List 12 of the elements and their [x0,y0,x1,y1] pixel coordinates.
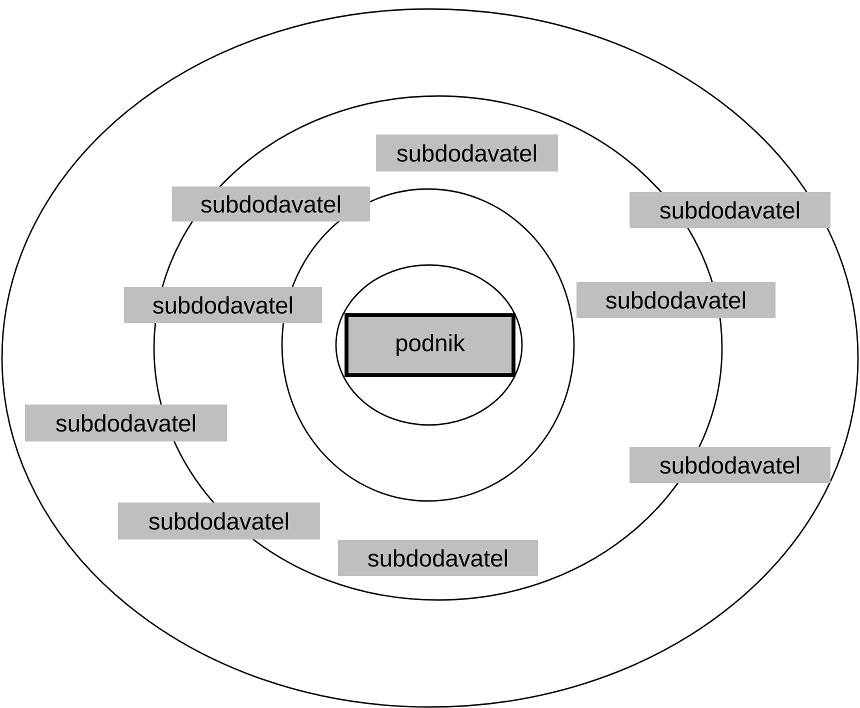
subcontractor-box: subdodavatel [124,287,322,323]
subcontractor-box: subdodavatel [118,502,320,540]
subcontractor-box: subdodavatel [172,186,370,222]
subcontractor-box: subdodavatel [576,282,776,318]
subcontractor-box: subdodavatel [630,447,830,483]
subcontractor-box: subdodavatel [376,134,558,172]
subcontractor-box: subdodavatel [25,404,227,442]
enterprise-box: podnik [344,313,516,377]
subcontractor-box: subdodavatel [630,192,830,228]
ring-ellipse [1,8,859,708]
ring-ellipse [335,264,523,426]
subcontractor-box: subdodavatel [338,540,538,576]
